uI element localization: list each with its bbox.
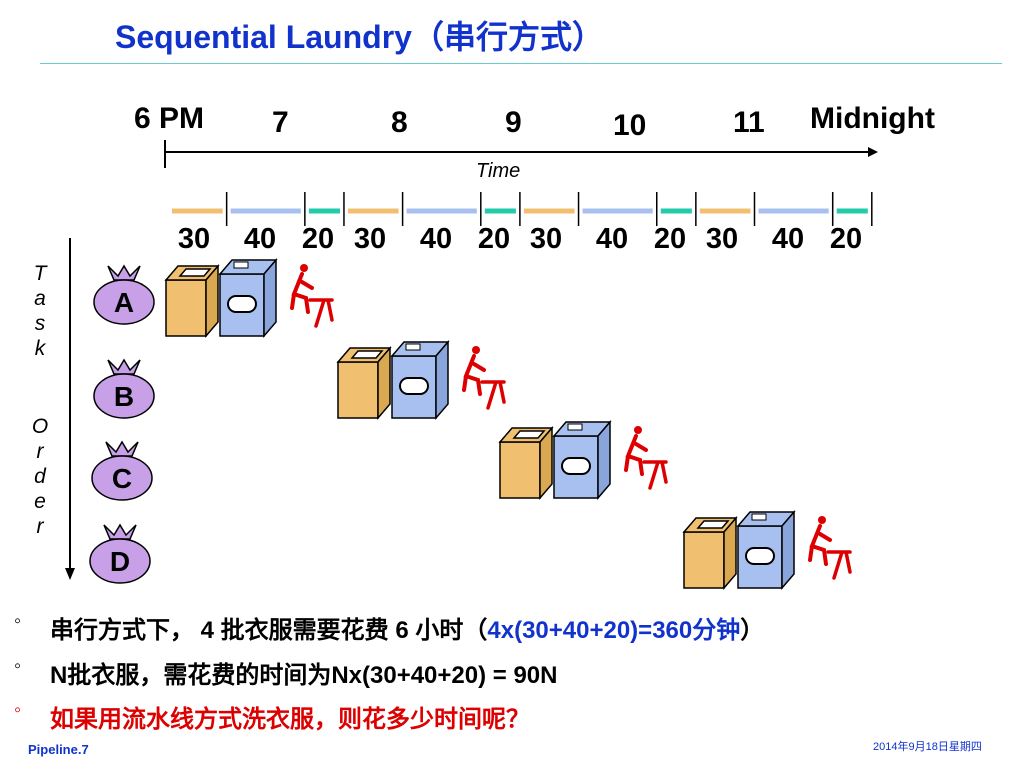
duration-label: 20 xyxy=(477,223,511,255)
folder-person-icon xyxy=(624,426,668,490)
task-label-c: C xyxy=(112,463,132,494)
hour-label-9: 9 xyxy=(505,106,522,139)
duration-label: 20 xyxy=(301,223,335,255)
task-order-letter: e xyxy=(34,490,46,513)
laundry-bag-c: C xyxy=(91,440,153,501)
washer-icon xyxy=(498,425,554,501)
dryer-icon xyxy=(390,339,450,421)
bullet-line-2: N批衣服，需花费的时间为Nx(30+40+20) = 90N xyxy=(50,662,558,689)
duration-label: 30 xyxy=(705,223,739,255)
task-order-arrow xyxy=(65,238,75,580)
bullet-marker: ◦ xyxy=(14,610,22,632)
slide-title: Sequential Laundry（串行方式） xyxy=(115,19,604,55)
task-order-letter: k xyxy=(34,337,46,360)
footer-date: 2014年9月18日星期四 xyxy=(873,741,982,753)
washer-icon xyxy=(682,515,738,591)
laundry-bag-d: D xyxy=(89,523,151,584)
bullet-1-text-a: 串行方式下， 4 批衣服需要花费 6 小时（ xyxy=(50,617,488,644)
task-label-b: B xyxy=(114,381,134,412)
duration-label: 40 xyxy=(771,223,805,255)
duration-label: 30 xyxy=(177,223,211,255)
task-order-letter: a xyxy=(34,287,46,310)
dryer-icon xyxy=(218,257,278,339)
folder-person-icon xyxy=(462,346,506,410)
duration-label: 20 xyxy=(653,223,687,255)
task-order-letter: d xyxy=(34,465,46,488)
title-divider xyxy=(40,63,1002,64)
time-arrow xyxy=(164,140,878,168)
bullet-marker: ◦ xyxy=(14,655,22,677)
footer-slide-label: Pipeline.7 xyxy=(28,742,89,757)
hour-label-7: 7 xyxy=(272,106,289,139)
task-order-letter: r xyxy=(36,515,44,538)
bullet-line-1: 串行方式下， 4 批衣服需要花费 6 小时（4x(30+40+20)=360分钟… xyxy=(50,610,764,645)
duration-label: 40 xyxy=(243,223,277,255)
bullet-1-highlight: 4x(30+40+20)=360分钟 xyxy=(487,617,741,644)
task-order-letter: T xyxy=(33,262,47,285)
folder-person-icon xyxy=(808,516,852,580)
duration-label: 30 xyxy=(529,223,563,255)
time-axis-label: Time xyxy=(476,160,521,182)
stage-bars xyxy=(172,192,873,226)
bullet-marker: ◦ xyxy=(14,699,22,721)
bullet-1-text-c: ） xyxy=(740,617,765,644)
duration-label: 40 xyxy=(595,223,629,255)
laundry-station-b xyxy=(336,339,506,421)
hour-label-8: 8 xyxy=(391,106,408,139)
washer-icon xyxy=(164,263,220,339)
washer-icon xyxy=(336,345,392,421)
duration-label: 30 xyxy=(353,223,387,255)
hour-label-11: 11 xyxy=(733,106,765,139)
laundry-station-d xyxy=(682,509,852,591)
task-order-letter: O xyxy=(31,415,49,438)
dryer-icon xyxy=(552,419,612,501)
hour-label-10: 10 xyxy=(613,109,647,142)
task-order-letter: r xyxy=(36,440,44,463)
laundry-station-c xyxy=(498,419,668,501)
hour-label-6pm: 6 PM xyxy=(134,102,205,135)
dryer-icon xyxy=(736,509,796,591)
laundry-bag-a: A xyxy=(93,264,155,325)
task-label-a: A xyxy=(114,287,134,318)
hour-label-midnight: Midnight xyxy=(810,102,935,135)
bullet-line-3: 如果用流水线方式洗衣服，则花多少时间呢？ xyxy=(50,706,530,733)
laundry-bag-b: B xyxy=(93,358,155,419)
task-order-letter: s xyxy=(34,312,46,335)
duration-label: 20 xyxy=(829,223,863,255)
folder-person-icon xyxy=(290,264,334,328)
duration-label: 40 xyxy=(419,223,453,255)
task-label-d: D xyxy=(110,546,130,577)
laundry-station-a xyxy=(164,257,334,339)
